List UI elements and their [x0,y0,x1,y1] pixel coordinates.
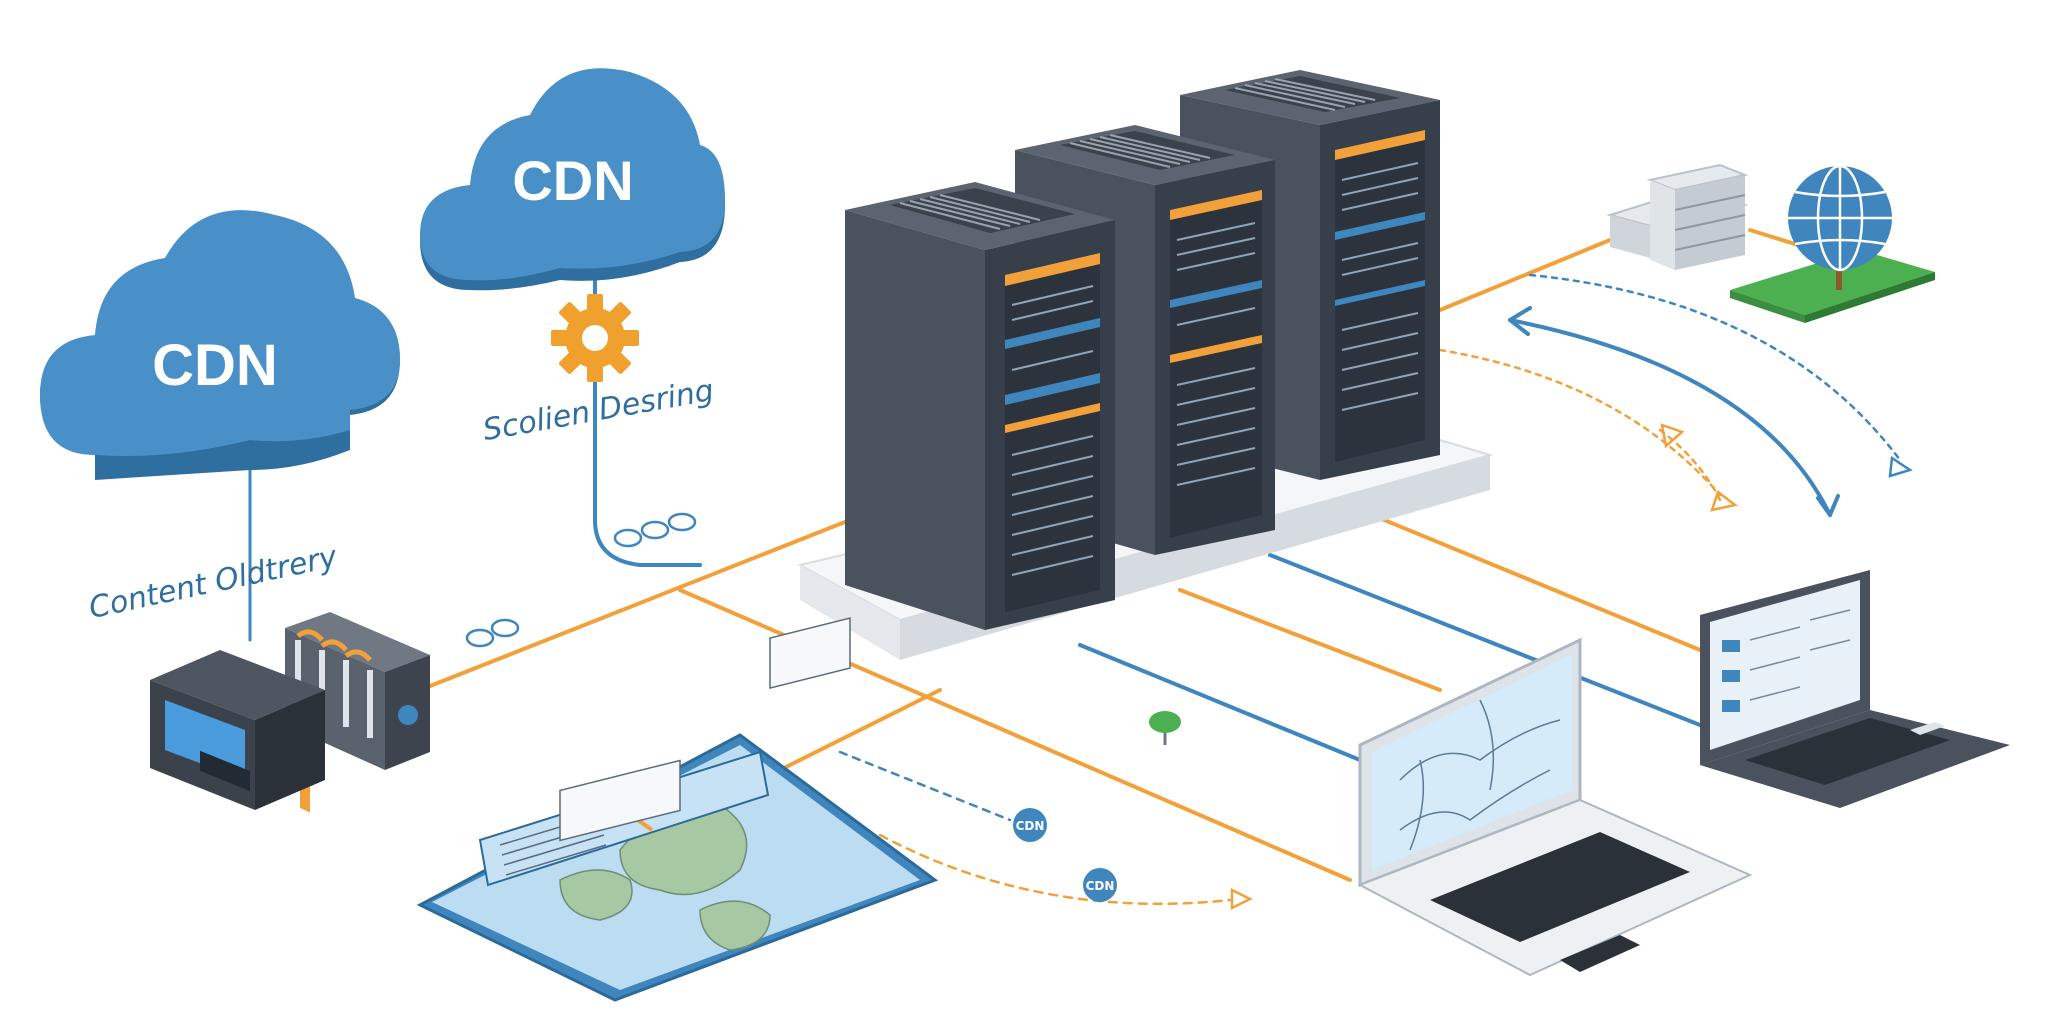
badge-label: CDN [1016,819,1045,833]
cdn-cloud-1: CDN Content Oldtrery [40,210,400,626]
globe-icon [1730,164,1935,323]
link-servers-to-laptop-right [1358,508,1702,652]
database-icon [1606,163,1749,270]
cloud-label: CDN [512,149,633,212]
chain-links [465,512,697,648]
link-cdn2-down [593,233,702,567]
link-map-to-hub [758,688,942,782]
link-servers-to-monitor [1178,588,1442,692]
dashed-orange-arc [1438,348,1722,497]
cloud-icon [420,68,725,291]
cloud-icon [40,210,400,480]
cloud-caption: Content Oldtrery [86,539,341,626]
dashed-orange-to-laptop [878,833,1232,906]
cdn-cloud-2: CDN Scolien Desring [420,68,725,448]
cloud-label: CDN [152,333,278,398]
dashed-link-map [838,750,1012,822]
arrow-heads [1230,423,1913,911]
link-blue-laptop [1268,553,1702,727]
cloud-caption: Scolien Desring [480,373,716,448]
cdn-badge: CDN [1013,808,1047,842]
link-storage-to-servers [418,518,852,692]
link-servers-to-database [1438,238,1612,312]
link-blue-monitor [1078,643,1362,762]
server-rack-icon [845,182,1115,630]
badge-label: CDN [1086,879,1115,893]
computer-box-icon [150,650,325,810]
curved-arrow [1508,318,1832,517]
server-cluster [797,70,1494,660]
laptop-icon [1357,637,1753,977]
dashed-blue-arc [1528,273,1902,462]
cdn-badge: CDN [1083,868,1117,902]
map-pin-icon [1149,711,1181,745]
laptop-icon [1700,570,2010,808]
map-tablet-icon [416,617,939,1002]
gear-icon [551,294,639,382]
